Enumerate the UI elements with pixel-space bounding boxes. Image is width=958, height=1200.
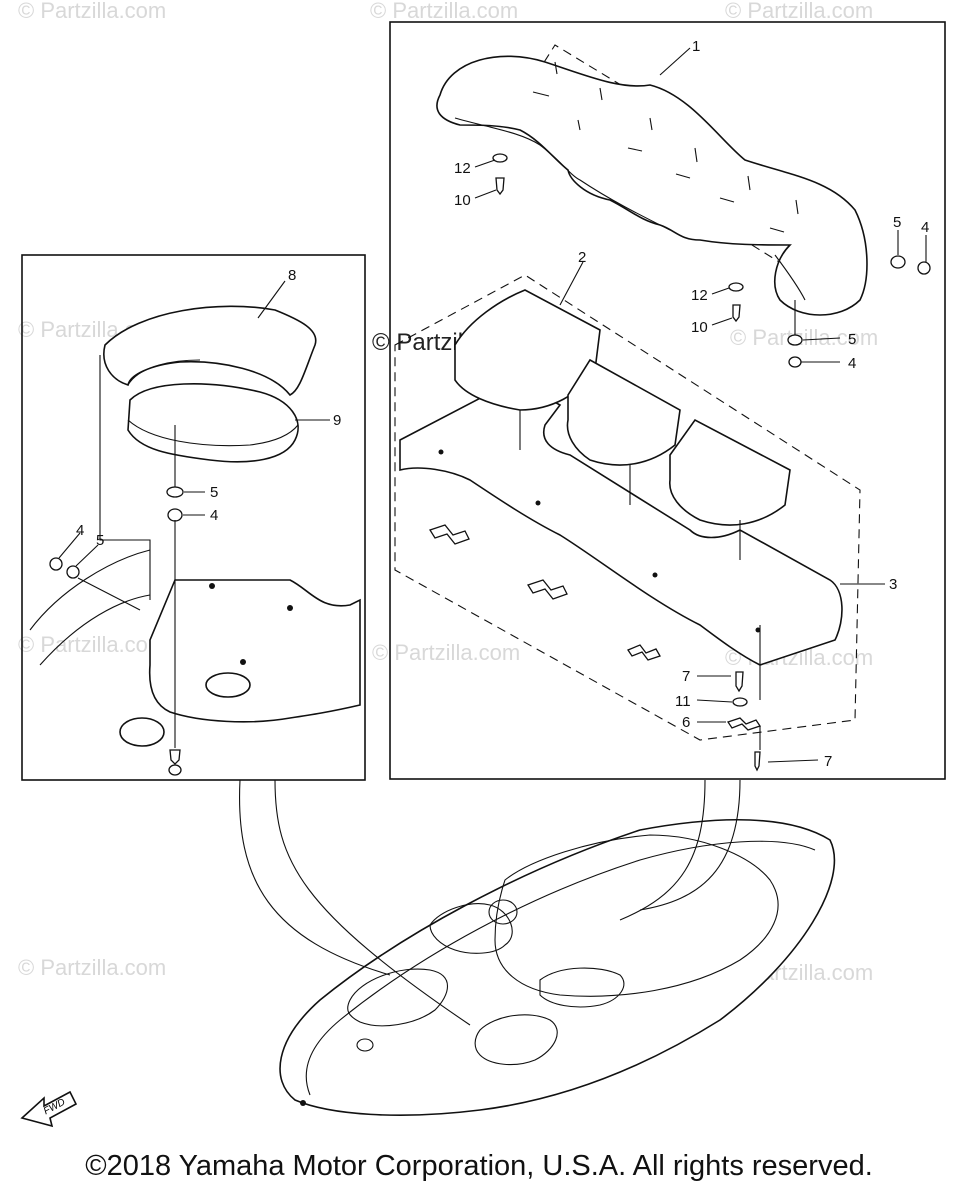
callout-10: 10 bbox=[454, 192, 471, 209]
copyright-notice: ©2018 Yamaha Motor Corporation, U.S.A. A… bbox=[85, 1150, 873, 1182]
front-seat bbox=[29, 305, 361, 776]
callout-7: 7 bbox=[682, 668, 690, 685]
watermark: © Partzilla.com bbox=[18, 0, 166, 23]
boat-hull bbox=[238, 779, 836, 1117]
watermark: © Partzilla.com bbox=[725, 0, 873, 23]
callout-5: 5 bbox=[893, 214, 901, 231]
watermark: © Partzilla.com bbox=[18, 632, 166, 657]
rear-seat-detail-frame bbox=[389, 21, 946, 780]
front-seat-detail-frame bbox=[21, 254, 366, 781]
callout-1: 1 bbox=[692, 38, 700, 55]
watermark: © Partzilla.com bbox=[370, 0, 518, 23]
watermark: © Partzilla.com bbox=[730, 325, 878, 350]
forward-direction-icon: FWD bbox=[20, 1090, 78, 1128]
callout-11: 11 bbox=[675, 693, 691, 710]
callout-12: 12 bbox=[454, 160, 471, 177]
callout-4: 4 bbox=[921, 219, 929, 236]
right-hardware bbox=[492, 153, 931, 772]
callout-12: 12 bbox=[691, 287, 708, 304]
watermark: © Partzilla.com bbox=[372, 640, 520, 665]
callout-6: 6 bbox=[682, 714, 690, 731]
backrest-cushion bbox=[436, 44, 868, 316]
callout-10: 10 bbox=[691, 319, 708, 336]
seat-base bbox=[394, 274, 861, 741]
callout-4: 4 bbox=[210, 507, 218, 524]
leader-lines bbox=[58, 47, 927, 763]
callouts: 1 2 3 4 4 4 4 5 5 5 5 6 7 7 8 9 10 10 11… bbox=[76, 38, 929, 770]
callout-7: 7 bbox=[824, 753, 832, 770]
callout-4: 4 bbox=[848, 355, 856, 372]
callout-9: 9 bbox=[333, 412, 341, 429]
callout-5: 5 bbox=[96, 532, 104, 549]
callout-8: 8 bbox=[288, 267, 296, 284]
callout-5: 5 bbox=[210, 484, 218, 501]
callout-5: 5 bbox=[848, 331, 856, 348]
callout-4: 4 bbox=[76, 522, 84, 539]
callout-3: 3 bbox=[889, 576, 897, 593]
watermark: © Partzilla.com bbox=[18, 955, 166, 980]
callout-2: 2 bbox=[578, 249, 586, 266]
